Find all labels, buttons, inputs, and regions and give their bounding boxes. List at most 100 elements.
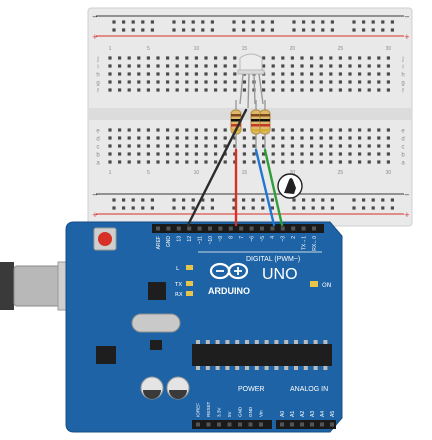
- breadboard-hole[interactable]: [223, 160, 227, 164]
- breadboard-hole[interactable]: [194, 160, 198, 164]
- breadboard-hole[interactable]: [367, 64, 371, 68]
- rail-hole[interactable]: [201, 20, 205, 24]
- rail-hole[interactable]: [270, 28, 274, 32]
- breadboard-hole[interactable]: [329, 152, 333, 156]
- breadboard-hole[interactable]: [156, 152, 160, 156]
- breadboard-hole[interactable]: [367, 128, 371, 132]
- rail-hole[interactable]: [352, 198, 356, 202]
- breadboard-hole[interactable]: [214, 144, 218, 148]
- breadboard-hole[interactable]: [300, 152, 304, 156]
- breadboard-hole[interactable]: [194, 144, 198, 148]
- breadboard-hole[interactable]: [262, 56, 266, 60]
- breadboard-hole[interactable]: [310, 128, 314, 132]
- breadboard-hole[interactable]: [310, 72, 314, 76]
- breadboard-hole[interactable]: [223, 56, 227, 60]
- rail-hole[interactable]: [371, 206, 375, 210]
- rail-hole[interactable]: [232, 198, 236, 202]
- breadboard-hole[interactable]: [319, 136, 323, 140]
- breadboard-hole[interactable]: [242, 128, 246, 132]
- breadboard-hole[interactable]: [233, 64, 237, 68]
- power-pin[interactable]: [259, 422, 263, 427]
- breadboard-hole[interactable]: [194, 136, 198, 140]
- rail-hole[interactable]: [182, 198, 186, 202]
- breadboard-hole[interactable]: [310, 144, 314, 148]
- breadboard-hole[interactable]: [166, 56, 170, 60]
- breadboard-hole[interactable]: [156, 144, 160, 148]
- rail-hole[interactable]: [302, 198, 306, 202]
- breadboard-hole[interactable]: [367, 88, 371, 92]
- rail-hole[interactable]: [210, 206, 214, 210]
- rail-hole[interactable]: [270, 206, 274, 210]
- breadboard-hole[interactable]: [310, 88, 314, 92]
- rail-hole[interactable]: [251, 20, 255, 24]
- breadboard-hole[interactable]: [271, 136, 275, 140]
- breadboard-hole[interactable]: [118, 160, 122, 164]
- analog-pin[interactable]: [310, 422, 314, 427]
- breadboard-hole[interactable]: [204, 72, 208, 76]
- breadboard-hole[interactable]: [223, 80, 227, 84]
- breadboard-hole[interactable]: [262, 144, 266, 148]
- rail-hole[interactable]: [242, 198, 246, 202]
- breadboard-hole[interactable]: [108, 72, 112, 76]
- breadboard-hole[interactable]: [290, 80, 294, 84]
- rail-hole[interactable]: [352, 206, 356, 210]
- breadboard-hole[interactable]: [271, 128, 275, 132]
- breadboard-hole[interactable]: [338, 136, 342, 140]
- breadboard-hole[interactable]: [185, 80, 189, 84]
- breadboard-hole[interactable]: [175, 152, 179, 156]
- breadboard-hole[interactable]: [319, 80, 323, 84]
- rail-hole[interactable]: [390, 206, 394, 210]
- rail-hole[interactable]: [321, 198, 325, 202]
- breadboard-hole[interactable]: [108, 144, 112, 148]
- breadboard-hole[interactable]: [127, 136, 131, 140]
- header-pin[interactable]: [270, 226, 275, 231]
- rail-hole[interactable]: [381, 20, 385, 24]
- breadboard-hole[interactable]: [146, 136, 150, 140]
- breadboard-hole[interactable]: [214, 64, 218, 68]
- rail-hole[interactable]: [270, 20, 274, 24]
- breadboard-hole[interactable]: [118, 88, 122, 92]
- breadboard-hole[interactable]: [348, 88, 352, 92]
- rail-hole[interactable]: [182, 206, 186, 210]
- breadboard-hole[interactable]: [358, 136, 362, 140]
- breadboard-hole[interactable]: [194, 56, 198, 60]
- rail-hole[interactable]: [362, 198, 366, 202]
- breadboard-hole[interactable]: [194, 128, 198, 132]
- breadboard-hole[interactable]: [204, 152, 208, 156]
- breadboard-hole[interactable]: [386, 152, 390, 156]
- rail-hole[interactable]: [371, 198, 375, 202]
- breadboard-hole[interactable]: [348, 56, 352, 60]
- breadboard-hole[interactable]: [290, 136, 294, 140]
- resistor-green[interactable]: [259, 100, 271, 150]
- breadboard-hole[interactable]: [300, 160, 304, 164]
- breadboard-hole[interactable]: [242, 160, 246, 164]
- breadboard-hole[interactable]: [146, 88, 150, 92]
- breadboard-hole[interactable]: [194, 88, 198, 92]
- breadboard-hole[interactable]: [310, 160, 314, 164]
- rail-hole[interactable]: [131, 206, 135, 210]
- breadboard-hole[interactable]: [223, 144, 227, 148]
- breadboard-hole[interactable]: [137, 88, 141, 92]
- rail-hole[interactable]: [172, 28, 176, 32]
- breadboard-hole[interactable]: [281, 72, 285, 76]
- breadboard-hole[interactable]: [166, 160, 170, 164]
- breadboard-hole[interactable]: [185, 152, 189, 156]
- breadboard-hole[interactable]: [166, 128, 170, 132]
- breadboard-hole[interactable]: [185, 128, 189, 132]
- breadboard-hole[interactable]: [338, 160, 342, 164]
- breadboard-hole[interactable]: [214, 80, 218, 84]
- breadboard-hole[interactable]: [127, 144, 131, 148]
- digital-header[interactable]: [152, 224, 324, 233]
- breadboard-hole[interactable]: [204, 136, 208, 140]
- breadboard-hole[interactable]: [377, 72, 381, 76]
- breadboard-hole[interactable]: [386, 56, 390, 60]
- rail-hole[interactable]: [112, 28, 116, 32]
- bottom-header-pins[interactable]: [196, 422, 334, 427]
- breadboard-hole[interactable]: [377, 56, 381, 60]
- breadboard-hole[interactable]: [223, 152, 227, 156]
- breadboard-hole[interactable]: [242, 88, 246, 92]
- rail-hole[interactable]: [242, 28, 246, 32]
- breadboard-hole[interactable]: [242, 152, 246, 156]
- breadboard-hole[interactable]: [281, 144, 285, 148]
- breadboard-hole[interactable]: [329, 64, 333, 68]
